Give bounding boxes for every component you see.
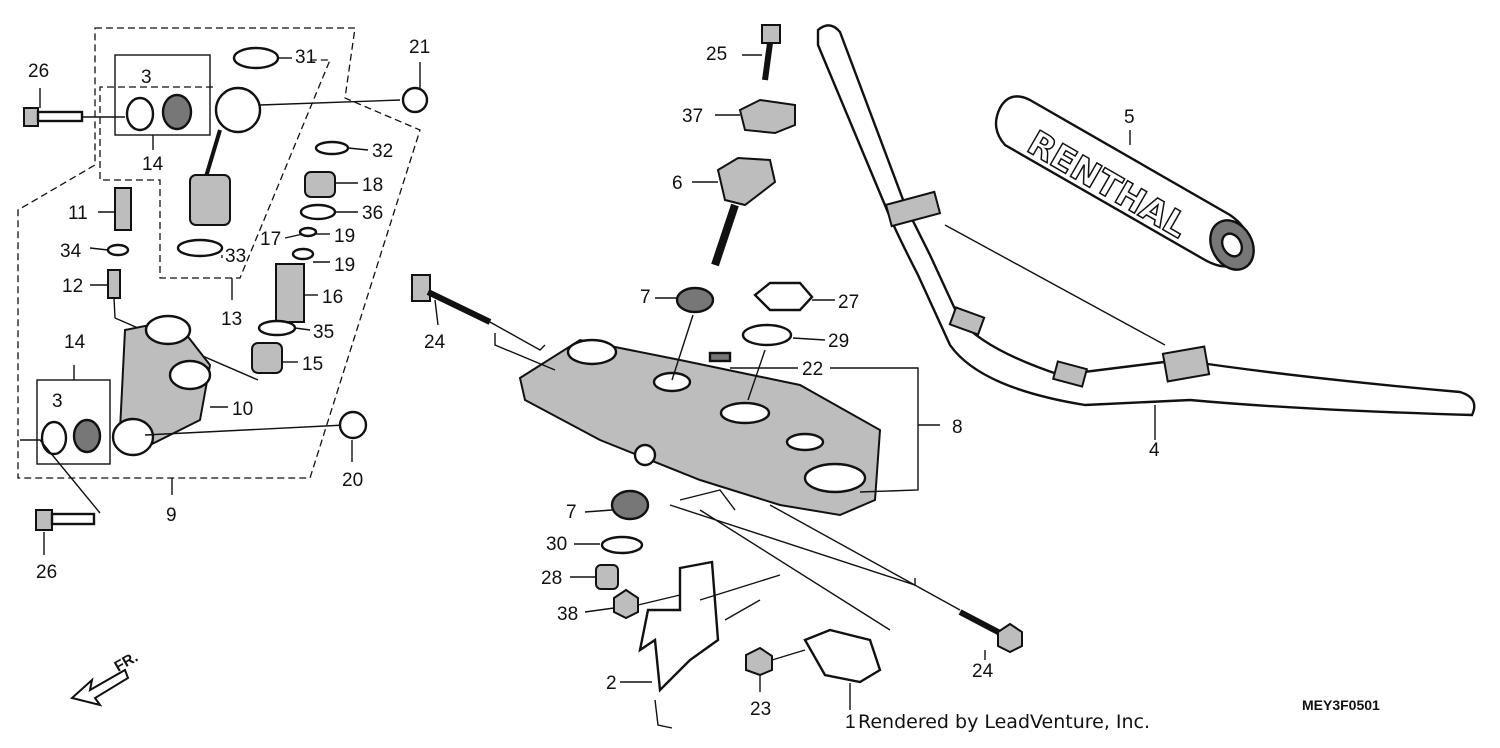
- callout-34: 34: [60, 241, 82, 262]
- bolt-25: [761, 24, 781, 44]
- callout-26-top: 26: [28, 61, 50, 82]
- rubber-7-top: [675, 286, 715, 314]
- callout-7-top: 7: [640, 287, 651, 308]
- callout-32: 32: [372, 141, 394, 162]
- screw-11: [114, 187, 132, 231]
- washer-34: [106, 243, 130, 257]
- ring-31: [232, 46, 280, 70]
- svg-text:FR.: FR.: [112, 649, 141, 676]
- group-outline-13: [99, 59, 331, 279]
- cap-18: [304, 171, 336, 198]
- lower-clamp-10: [111, 314, 212, 457]
- callout-13: 13: [221, 309, 243, 330]
- seal-bottom: [72, 418, 102, 454]
- clamp-37: [738, 98, 796, 135]
- top-bridge-8: [518, 338, 882, 517]
- callout-4: 4: [1149, 440, 1160, 461]
- callout-5: 5: [1124, 107, 1135, 128]
- callout-19-b: 19: [334, 255, 356, 276]
- callout-35: 35: [313, 322, 335, 343]
- ring-19a: [298, 226, 318, 238]
- callout-1: 1: [845, 712, 856, 733]
- callout-18: 18: [362, 175, 384, 196]
- part-12: [107, 269, 121, 299]
- diagram-code: MEY3F0501: [1302, 697, 1380, 713]
- callout-38: 38: [557, 604, 579, 625]
- bracket-2: [638, 560, 720, 693]
- bolt-24-bottom: [997, 622, 1023, 654]
- cap-15: [251, 342, 283, 374]
- callout-24-top: 24: [424, 332, 446, 353]
- callout-17: 17: [260, 229, 282, 250]
- callout-23: 23: [750, 699, 772, 720]
- seal-top: [161, 93, 193, 131]
- bearing-3-top: [125, 96, 155, 132]
- callout-28: 28: [541, 568, 563, 589]
- callout-3-top: 3: [141, 67, 152, 88]
- plate-22: [708, 351, 732, 363]
- handlebar-4: [816, 24, 1476, 417]
- callout-20: 20: [342, 470, 364, 491]
- washer-29: [741, 323, 793, 347]
- rubber-7-bottom: [610, 489, 650, 521]
- callout-37: 37: [682, 106, 704, 127]
- callout-6: 6: [672, 173, 683, 194]
- callout-27: 27: [838, 292, 860, 313]
- callout-30: 30: [546, 534, 568, 555]
- callout-7-bottom: 7: [566, 502, 577, 523]
- callout-31: 31: [295, 47, 317, 68]
- steering-stem: [189, 86, 262, 226]
- spring-16: [275, 263, 305, 323]
- callout-29: 29: [828, 331, 850, 352]
- callout-36: 36: [362, 203, 384, 224]
- callout-22: 22: [802, 359, 824, 380]
- collar-28: [595, 564, 619, 590]
- callout-11: 11: [68, 203, 88, 224]
- holder-1: [803, 628, 882, 684]
- bolt-38: [613, 588, 639, 620]
- bolt-26-bottom: [35, 509, 96, 531]
- credit-text: Rendered by LeadVenture, Inc.: [858, 711, 1151, 733]
- bolt-23: [745, 646, 773, 677]
- nut-27: [753, 281, 814, 312]
- cap-21: [401, 86, 429, 114]
- ring-19b: [291, 247, 315, 261]
- callout-3-bottom: 3: [52, 391, 63, 412]
- callout-9: 9: [166, 505, 177, 526]
- cap-20: [338, 410, 368, 440]
- front-arrow-icon: FR.: [69, 649, 141, 707]
- callout-33: 33: [225, 246, 247, 267]
- callout-15: 15: [302, 354, 324, 375]
- bearing-3-bottom: [40, 420, 68, 456]
- group-box-14-top: [114, 54, 211, 136]
- callout-25: 25: [706, 44, 728, 65]
- callout-12: 12: [62, 276, 84, 297]
- handlebar-post-6: [711, 156, 777, 267]
- ring-35: [257, 319, 297, 337]
- callout-14-top: 14: [142, 154, 164, 175]
- bolt-24-top: [411, 274, 431, 302]
- callout-24-bottom: 24: [972, 661, 994, 682]
- callout-26-bottom: 26: [36, 562, 58, 583]
- callout-21: 21: [409, 37, 431, 58]
- callout-2: 2: [606, 673, 617, 694]
- callout-19-a: 19: [334, 226, 356, 247]
- bolt-26-top: [23, 107, 84, 127]
- washer-30: [600, 535, 644, 555]
- callout-8: 8: [952, 417, 963, 438]
- callout-10: 10: [232, 399, 254, 420]
- ring-32: [314, 140, 350, 156]
- callout-14-bottom: 14: [64, 332, 86, 353]
- callout-16: 16: [322, 287, 344, 308]
- ring-36: [299, 203, 337, 221]
- washer-33: [176, 238, 224, 258]
